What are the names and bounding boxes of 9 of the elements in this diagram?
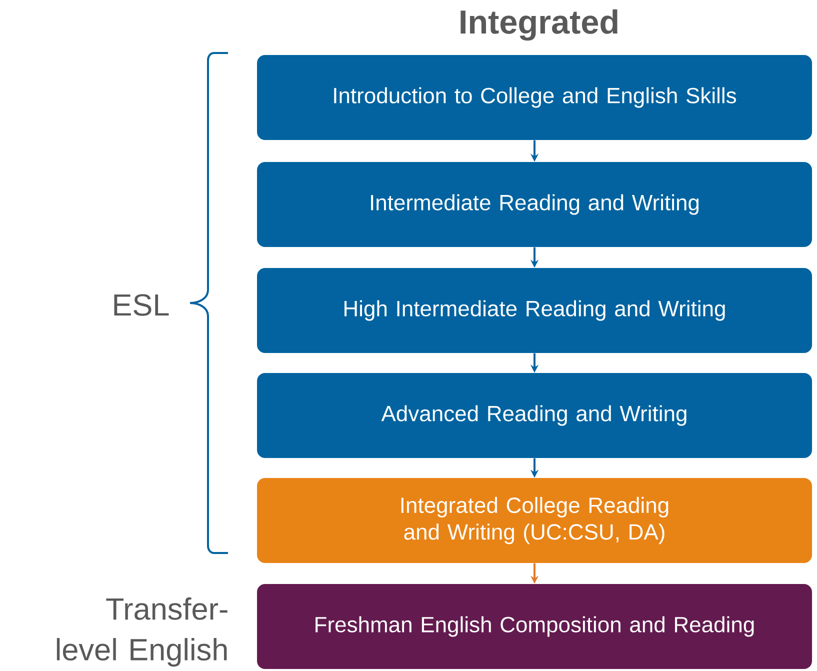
side-label: ESL bbox=[114, 294, 169, 316]
process-box: High Intermediate Reading and Writing bbox=[257, 268, 812, 353]
process-box: Intermediate Reading and Writing bbox=[257, 162, 812, 247]
process-box: Freshman English Composition and Reading bbox=[257, 584, 812, 670]
side-label: Transfer-level English bbox=[56, 597, 228, 667]
process-box: Advanced Reading and Writing bbox=[257, 373, 812, 458]
process-box: Integrated College Reading and Writing (UC:CSU, DA) bbox=[257, 478, 812, 564]
title: Integrated bbox=[460, 9, 618, 41]
process-box: Introduction to College and English Skills bbox=[257, 55, 812, 140]
